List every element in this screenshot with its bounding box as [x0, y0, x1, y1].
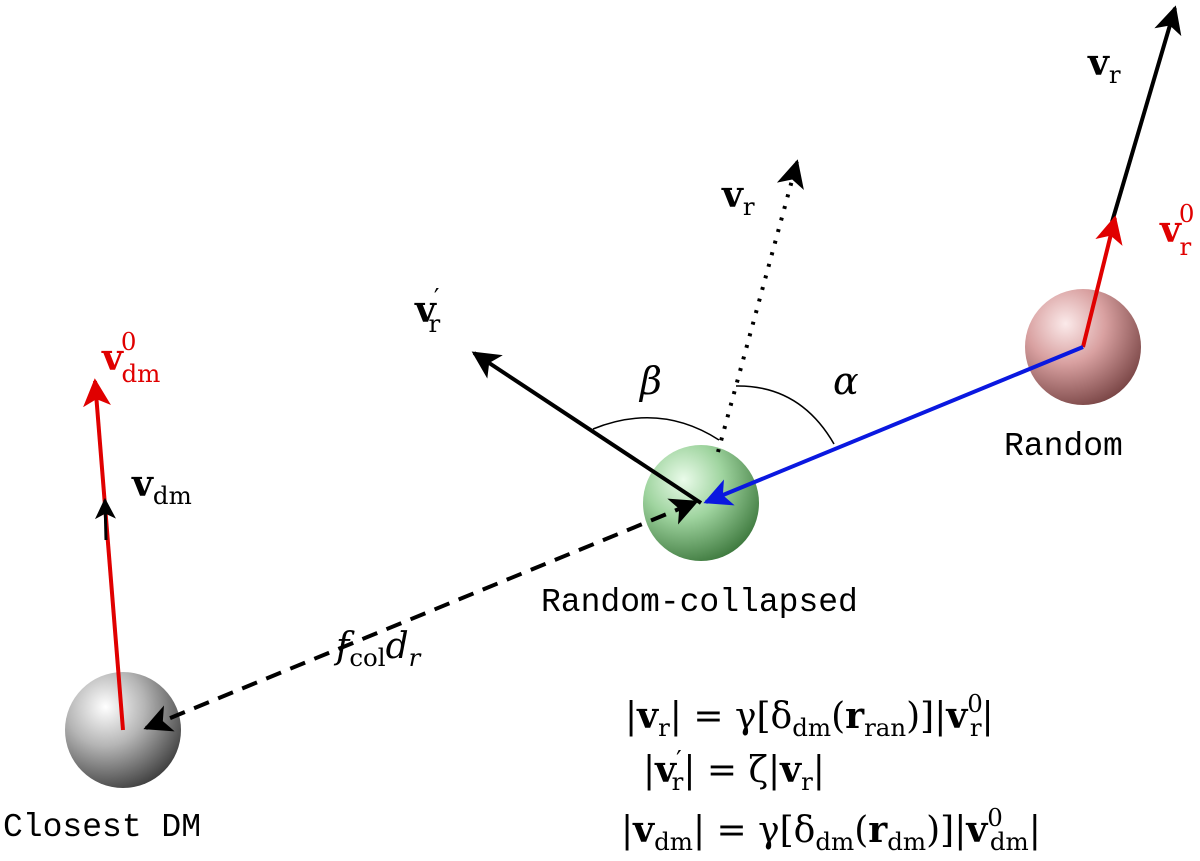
alpha-arc — [735, 385, 835, 445]
vr-random-arrow — [1110, 5, 1182, 223]
label-vdm: vdm — [131, 463, 192, 510]
vr-prime-arrow — [471, 351, 703, 505]
label-random: Random — [1004, 428, 1123, 465]
vr-dotted-arrow — [716, 159, 804, 453]
label-vr-top: vr — [1087, 42, 1121, 89]
vr0-random-arrow — [1081, 215, 1123, 348]
distance-dashed-line — [143, 498, 699, 732]
label-alpha: α — [833, 359, 859, 403]
collapse-arrow — [703, 345, 1084, 506]
equation-2: |v′r| = ζ|vr| — [643, 745, 825, 796]
label-beta: β — [638, 359, 662, 403]
beta-arc — [592, 417, 720, 441]
vdm-arrow — [94, 497, 116, 541]
label-dm: Closest DM — [3, 809, 201, 846]
label-vr-prime: v′r — [414, 283, 440, 338]
vdm0-arrow — [83, 378, 125, 731]
label-vr-dotted: vr — [721, 174, 755, 221]
label-collapsed: Random-collapsed — [541, 584, 858, 621]
label-distance: fcoldr — [333, 626, 422, 672]
